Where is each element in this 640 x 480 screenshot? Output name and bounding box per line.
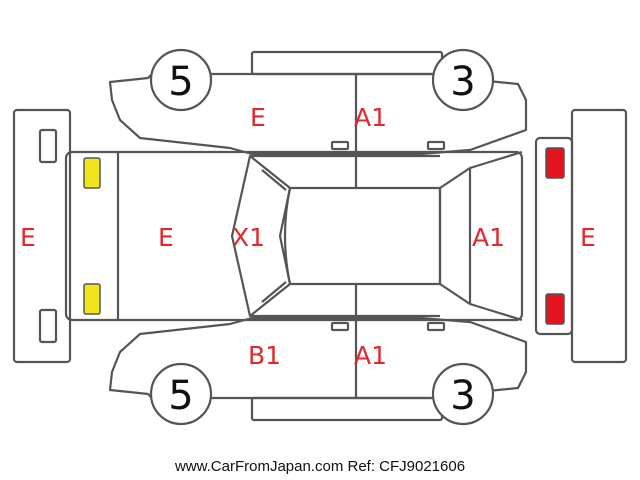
code-front-bumper: E	[20, 223, 36, 252]
front-light-top	[83, 157, 101, 189]
code-right-rear-door: A1	[354, 341, 387, 370]
code-right-front-door: B1	[248, 341, 281, 370]
roof-outline	[283, 186, 442, 286]
wheel-rear-left-value: 3	[450, 59, 475, 105]
top-view-body	[64, 150, 524, 322]
rear-light-bottom	[545, 293, 565, 325]
code-left-rear-door: A1	[354, 103, 387, 132]
front-bumper	[12, 108, 72, 364]
code-rear-bumper: E	[580, 223, 596, 252]
wheel-front-right: 5	[149, 362, 213, 426]
code-left-front-door: E	[250, 103, 266, 132]
wheel-rear-right-value: 3	[450, 373, 475, 419]
wheel-front-left-value: 5	[168, 59, 193, 105]
rear-window-outline	[438, 166, 472, 306]
wheel-front-right-value: 5	[168, 373, 193, 419]
code-trunk: A1	[472, 223, 505, 252]
wheel-front-left: 5	[149, 48, 213, 112]
wheel-rear-right: 3	[431, 362, 495, 426]
rear-light-top	[545, 147, 565, 179]
code-windshield: X1	[232, 223, 265, 252]
code-hood: E	[158, 223, 174, 252]
wheel-rear-left: 3	[431, 48, 495, 112]
reference-footer: www.CarFromJapan.com Ref: CFJ9021606	[174, 458, 466, 475]
front-light-bottom	[83, 283, 101, 315]
